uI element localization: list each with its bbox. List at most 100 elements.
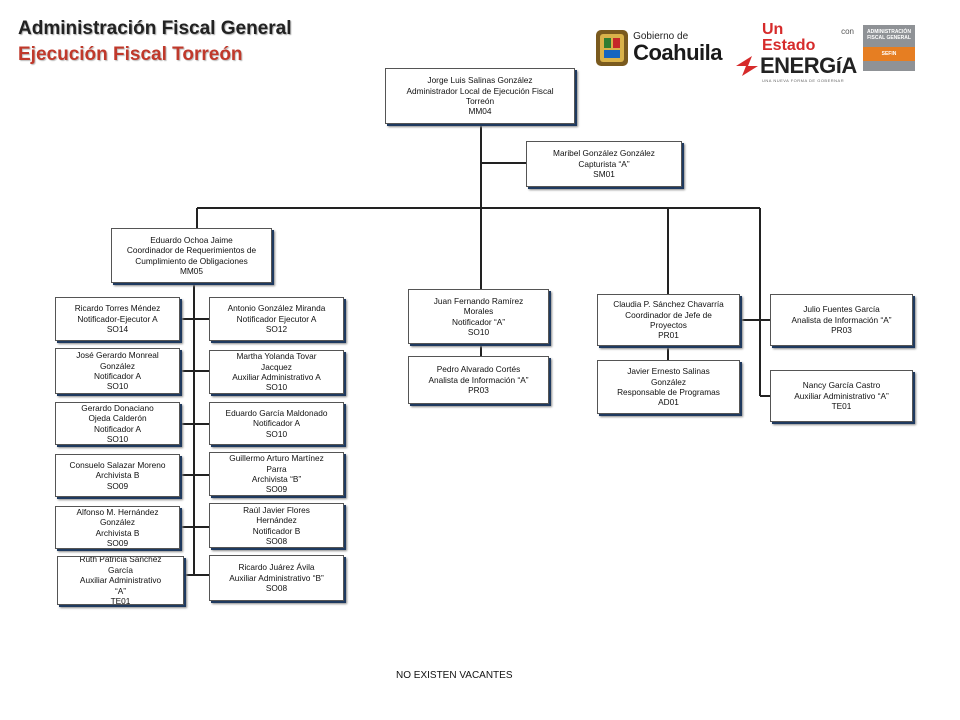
org-node-right-1: Martha Yolanda Tovar Jacquez Auxiliar Ad… xyxy=(209,350,344,394)
footer-note: NO EXISTEN VACANTES xyxy=(396,670,513,681)
node-code: PR03 xyxy=(831,325,852,336)
org-node-julio: Julio Fuentes García Analista de Informa… xyxy=(770,294,913,346)
org-node-right-4: Raúl Javier Flores Hernández Notificador… xyxy=(209,503,344,548)
org-node-capturista: Maribel González González Capturista “A”… xyxy=(526,141,682,187)
node-role: Notificador A xyxy=(93,371,142,381)
node-name: Juan Fernando Ramírez xyxy=(433,295,524,306)
node-role: Coordinador de Requerimientos de xyxy=(126,245,257,256)
node-role: Proyectos xyxy=(650,320,687,330)
node-role: Auxiliar Administrativo xyxy=(79,575,162,586)
node-name: Maribel González González xyxy=(553,148,655,159)
node-name: Parra xyxy=(266,463,287,474)
node-code: SO08 xyxy=(265,535,288,546)
node-code: MM04 xyxy=(468,106,492,117)
coahuila-small-text: Gobierno de xyxy=(633,31,689,42)
node-code: SO08 xyxy=(265,583,288,594)
node-role: Analista de Información “A” xyxy=(428,374,529,385)
node-role: Cumplimiento de Obligaciones xyxy=(135,255,248,266)
node-role: Responsable de Programas xyxy=(617,387,720,397)
org-node-left-5: Ruth Patricia Sánchez García Auxiliar Ad… xyxy=(57,556,184,605)
node-role: Archivista B xyxy=(95,527,140,538)
node-name: Ricardo Juárez Ávila xyxy=(238,562,315,573)
org-node-javier: Javier Ernesto Salinas González Responsa… xyxy=(597,360,740,414)
node-code: PR01 xyxy=(658,330,679,341)
node-role: Notificador A xyxy=(252,418,301,429)
node-name: Ruth Patricia Sánchez xyxy=(79,556,162,565)
node-name: González xyxy=(99,517,136,528)
node-role: Capturista “A” xyxy=(578,158,630,169)
estado-con-text: con xyxy=(841,27,854,36)
node-name: Eduardo García Maldonado xyxy=(225,407,328,418)
node-name: González xyxy=(650,376,687,387)
coahuila-logo: Gobierno de Coahuila xyxy=(594,24,722,72)
node-name: Hernández xyxy=(256,515,297,526)
node-code: SO09 xyxy=(265,484,288,495)
org-node-right-3: Guillermo Arturo Martínez Parra Archivis… xyxy=(209,452,344,496)
node-role: Notificador Ejecutor A xyxy=(236,313,317,324)
afg-line1: ADMINISTRACIÓN xyxy=(867,29,911,35)
node-name: Antonio González Miranda xyxy=(227,303,326,314)
node-code: SO10 xyxy=(265,428,288,439)
node-name: Morales xyxy=(463,306,494,317)
estado-energia-logo: Un Estado con ENERGíA UNA NUEVA FORMA DE… xyxy=(734,21,857,83)
node-name: Claudia P. Sánchez Chavarría xyxy=(613,299,724,310)
node-name: González xyxy=(99,360,136,371)
node-code: TE01 xyxy=(110,596,131,605)
node-role: “A” xyxy=(114,585,127,596)
node-name: Guillermo Arturo Martínez xyxy=(229,453,324,464)
node-code: TE01 xyxy=(831,401,852,412)
org-node-left-3: Consuelo Salazar Moreno Archivista B SO0… xyxy=(55,454,180,497)
org-node-claudia: Claudia P. Sánchez Chavarría Coordinador… xyxy=(597,294,740,346)
node-name: García xyxy=(108,564,133,575)
node-role: Notificador-Ejecutor A xyxy=(77,313,158,324)
node-name: Alfonso M. Hernández xyxy=(76,506,159,517)
afg-line3: SEFIN xyxy=(881,51,897,57)
node-code: PR03 xyxy=(468,385,489,396)
afg-logo: ADMINISTRACIÓN FISCAL GENERAL SEFIN xyxy=(863,25,915,71)
node-name: Nancy García Castro xyxy=(802,380,881,391)
page-subtitle: Ejecución Fiscal Torreón xyxy=(18,44,243,65)
node-code: SO10 xyxy=(467,326,490,337)
estado-top-text: Un Estado xyxy=(762,21,816,54)
node-name: Ricardo Torres Méndez xyxy=(74,303,161,314)
node-name: Jorge Luis Salinas González xyxy=(427,75,533,86)
node-code: AD01 xyxy=(658,397,679,408)
org-node-nancy: Nancy García Castro Auxiliar Administrat… xyxy=(770,370,913,422)
node-code: SM01 xyxy=(593,169,615,180)
org-node-juan: Juan Fernando Ramírez Morales Notificado… xyxy=(408,289,549,344)
node-role: Archivista B xyxy=(95,470,140,481)
node-code: SO12 xyxy=(265,324,288,335)
org-node-right-0: Antonio González Miranda Notificador Eje… xyxy=(209,297,344,341)
node-name: José Gerardo Monreal xyxy=(76,350,159,361)
node-role: Notificador “A” xyxy=(451,316,506,327)
coahuila-shield-icon xyxy=(596,30,628,66)
org-node-coord-req: Eduardo Ochoa Jaime Coordinador de Reque… xyxy=(111,228,272,283)
node-code: SO10 xyxy=(106,433,129,444)
node-role: Auxiliar Administrativo “A” xyxy=(794,390,889,401)
org-node-left-2: Gerardo Donaciano Ojeda Calderón Notific… xyxy=(55,402,180,445)
node-code: SO09 xyxy=(106,480,129,491)
coahuila-big-text: Coahuila xyxy=(633,40,722,65)
node-code: SO09 xyxy=(106,537,129,548)
node-role: Auxiliar Administrativo “B” xyxy=(229,572,324,583)
node-name: Martha Yolanda Tovar xyxy=(236,351,317,362)
afg-sefin-bar: SEFIN xyxy=(863,47,915,61)
org-node-right-2: Eduardo García Maldonado Notificador A S… xyxy=(209,402,344,445)
node-role: Administrador Local de Ejecución Fiscal xyxy=(406,85,554,96)
org-node-admin: Jorge Luis Salinas González Administrado… xyxy=(385,68,575,124)
node-role: Coordinador de Jefe de xyxy=(625,309,712,320)
node-name: Ojeda Calderón xyxy=(88,413,147,424)
node-code: SO10 xyxy=(265,382,288,393)
node-name: Javier Ernesto Salinas xyxy=(627,366,710,377)
energia-arrow-icon xyxy=(736,56,758,76)
node-role: Archivista “B” xyxy=(251,474,302,484)
node-role: Notificador B xyxy=(252,525,301,536)
node-name: Jacquez xyxy=(261,361,292,372)
node-name: Gerardo Donaciano xyxy=(81,402,154,413)
node-name: Eduardo Ochoa Jaime xyxy=(150,234,233,245)
afg-line2: FISCAL GENERAL xyxy=(867,35,911,41)
org-node-right-5: Ricardo Juárez Ávila Auxiliar Administra… xyxy=(209,555,344,601)
node-role: Auxiliar Administrativo A xyxy=(232,372,321,382)
node-name: Consuelo Salazar Moreno xyxy=(69,459,166,470)
